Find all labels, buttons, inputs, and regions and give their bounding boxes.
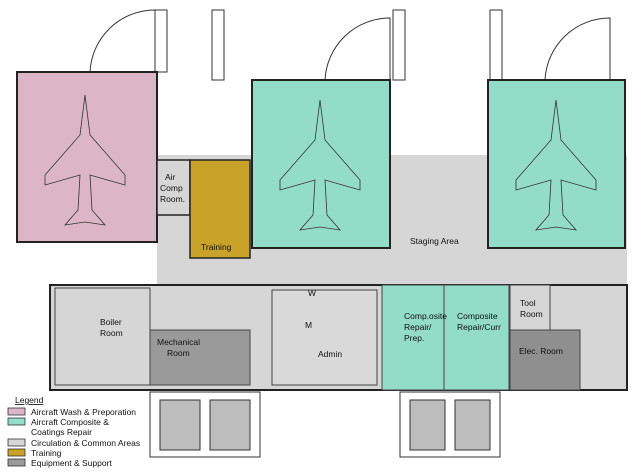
legend-label: Aircraft Wash & Preporation (31, 407, 136, 417)
admin-area (271, 289, 378, 386)
boiler-label: Boiler (100, 317, 122, 327)
mechanical-label: Room (167, 348, 190, 358)
legend-label: Equipment & Support (31, 458, 112, 468)
comp-curr-label: Repair/Curr (457, 322, 501, 332)
air-comp-label: Air (165, 172, 176, 182)
legend-swatch-circulation (7, 438, 26, 447)
training-room (189, 159, 251, 259)
legend-label: Aircraft Composite & (31, 417, 109, 427)
air-comp-label: Room. (160, 194, 185, 204)
boiler-label: Room (100, 328, 123, 338)
legend-title: Legend (15, 395, 44, 405)
composite-repair-prep (381, 284, 445, 391)
comp-prep-label: Comp.osite (404, 311, 447, 321)
legend-label: Circulation & Common Areas (31, 438, 140, 448)
comp-prep-label: Repair/ (404, 322, 432, 332)
legend-swatch-training (7, 448, 26, 457)
aircraft-icons (44, 94, 597, 231)
elec-room (509, 329, 581, 391)
tool-label: Tool (520, 298, 536, 308)
legend-swatch-composite (7, 417, 26, 426)
hangar-door-arcs (89, 9, 611, 81)
comp-curr-label: Composite (457, 311, 498, 321)
composite-hangar-2 (487, 79, 626, 249)
mechanical-label: Mechanical (157, 337, 200, 347)
boiler-room (54, 287, 151, 386)
legend-label: Coatings Repair (31, 427, 92, 437)
composite-repair-curr (443, 284, 510, 391)
w-restroom-label: W (308, 288, 316, 298)
elec-label: Elec. Room (519, 346, 563, 356)
legend: Legend Aircraft Wash & Preporation Aircr… (7, 395, 140, 468)
aircraft-wash-bay (16, 71, 158, 243)
legend-swatch-equipment (7, 458, 26, 467)
air-comp-room (156, 159, 191, 216)
m-restroom-label: M (305, 320, 312, 330)
training-label: Training (201, 242, 232, 252)
staging-label: Staging Area (410, 236, 459, 246)
legend-swatch-wash (7, 407, 26, 416)
admin-label: Admin (318, 349, 342, 359)
air-comp-label: Comp (160, 183, 183, 193)
comp-prep-label: Prep. (404, 333, 424, 343)
tool-label: Room (520, 309, 543, 319)
bottom-annexes (149, 391, 501, 458)
mechanical-room (149, 329, 251, 386)
legend-label: Training (31, 448, 62, 458)
